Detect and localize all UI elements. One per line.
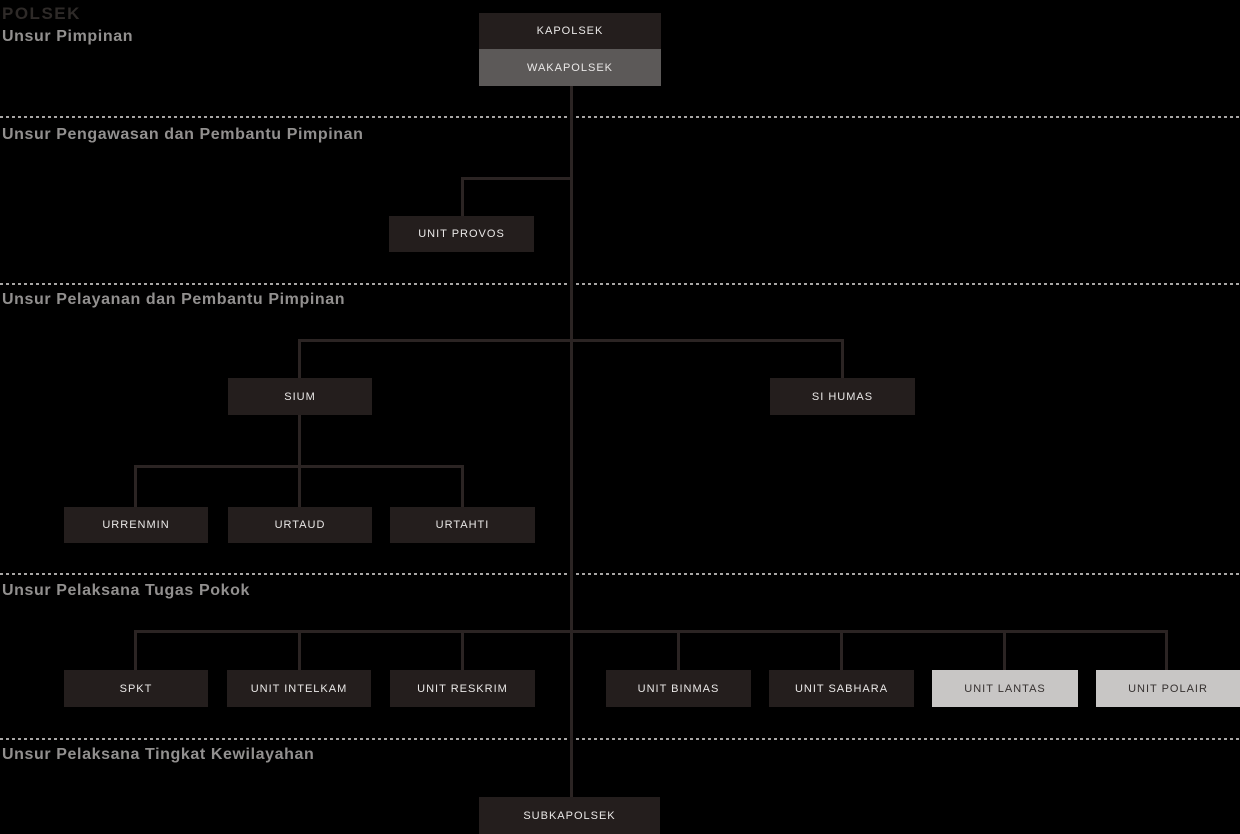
node-unit-polair: UNIT POLAIR [1096,670,1240,707]
connector-intelkam-drop [298,630,301,670]
node-unit-sabhara: UNIT SABHARA [769,670,914,707]
node-subkapolsek: SUBKAPOLSEK [479,797,660,834]
connector-urtahti-drop [461,465,464,507]
node-unit-lantas: UNIT LANTAS [932,670,1078,707]
connector-binmas-drop [677,630,680,670]
node-urtaud: URTAUD [228,507,372,543]
node-sium: SIUM [228,378,372,415]
connector-lantas-drop [1003,630,1006,670]
section-label-kewilayahan: Unsur Pelaksana Tingkat Kewilayahan [2,746,315,763]
section-label-tugas-pokok: Unsur Pelaksana Tugas Pokok [2,582,250,599]
connector-sium-drop [298,339,301,378]
connector-sium-stem [298,415,301,468]
node-group-pimpinan: KAPOLSEK WAKAPOLSEK [479,13,661,86]
section-label-pelayanan: Unsur Pelayanan dan Pembantu Pimpinan [2,291,346,308]
node-wakapolsek: WAKAPOLSEK [479,49,661,86]
connector-provos-horizontal [461,177,573,180]
connector-provos-drop [461,177,464,216]
connector-urrenmin-drop [134,465,137,507]
section-divider [0,573,1240,575]
node-unit-intelkam: UNIT INTELKAM [227,670,371,707]
connector-tugas-horizontal [134,630,1168,633]
connector-spkt-drop [134,630,137,670]
section-label-pengawasan: Unsur Pengawasan dan Pembantu Pimpinan [2,126,364,143]
section-divider [0,738,1240,740]
node-urrenmin: URRENMIN [64,507,208,543]
connector-trunk [570,86,573,797]
connector-urtaud-drop [298,465,301,507]
connector-pelayanan-horizontal [298,339,844,342]
section-divider [0,116,1240,118]
connector-reskrim-drop [461,630,464,670]
section-label-pimpinan: Unsur Pimpinan [2,28,134,45]
node-kapolsek: KAPOLSEK [479,13,661,49]
section-divider [0,283,1240,285]
connector-polair-drop [1165,630,1168,670]
connector-sihumas-drop [841,339,844,378]
node-si-humas: SI HUMAS [770,378,915,415]
node-urtahti: URTAHTI [390,507,535,543]
node-unit-reskrim: UNIT RESKRIM [390,670,535,707]
page-title: POLSEK [2,4,81,23]
node-spkt: SPKT [64,670,208,707]
node-unit-provos: UNIT PROVOS [389,216,534,252]
node-unit-binmas: UNIT BINMAS [606,670,751,707]
connector-sabhara-drop [840,630,843,670]
